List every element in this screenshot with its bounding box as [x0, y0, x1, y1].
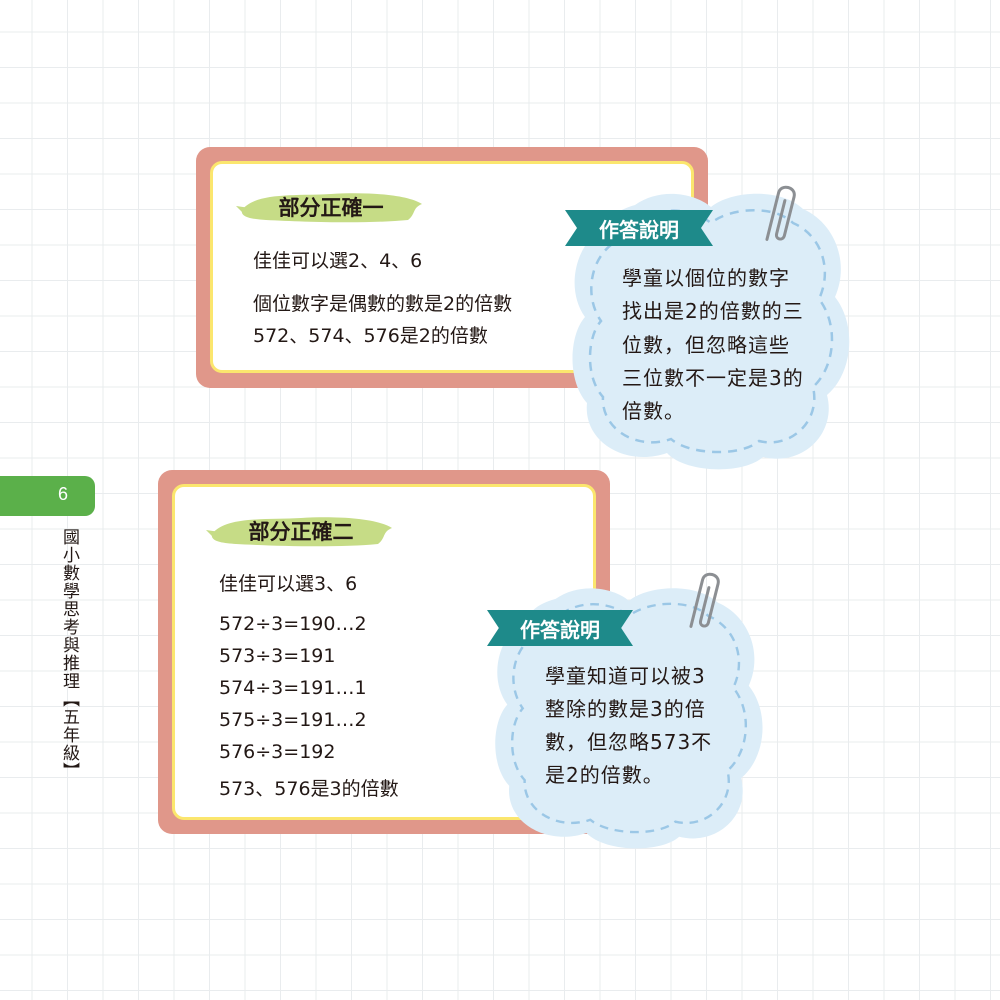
note-2-line-2: 整除的數是3的倍	[545, 697, 706, 721]
cloud-shape	[495, 588, 763, 849]
answer-card-1-line-1: 佳佳可以選2、4、6	[253, 250, 423, 272]
note-1-line-5: 倍數。	[622, 399, 685, 423]
note-2-line-3: 數，但忽略573不	[545, 730, 713, 754]
brush-highlight	[206, 517, 392, 547]
note-1-line-2: 找出是2的倍數的三	[622, 299, 804, 323]
answer-card-1-line-3: 572、574、576是2的倍數	[253, 325, 488, 347]
answer-card-2-label-text: 部分正確二	[248, 520, 354, 544]
book-title: 國小數學思考與推理【五年級】	[59, 528, 79, 780]
note-1-line-1: 學童以個位的數字	[622, 266, 790, 290]
answer-card-2-line-2: 572÷3=190…2	[219, 613, 367, 635]
note-1-line-3: 位數，但忽略這些	[622, 333, 790, 357]
answer-card-2-line-5: 575÷3=191…2	[219, 709, 367, 731]
note-2-line-1: 學童知道可以被3	[545, 664, 706, 688]
note-1-ribbon-text: 作答說明	[599, 217, 679, 242]
ribbon-banner	[565, 210, 713, 246]
answer-card-2-line-1: 佳佳可以選3、6	[219, 573, 358, 595]
ribbon-banner	[487, 610, 633, 646]
paperclip-icon	[764, 176, 798, 248]
brush-highlight	[236, 193, 422, 223]
answer-card-2-line-6: 576÷3=192	[219, 741, 336, 763]
paperclip-icon	[688, 563, 722, 635]
answer-card-2-label: 部分正確二	[206, 510, 396, 552]
page-number-tab: 6	[0, 476, 95, 516]
answer-card-1-label-text: 部分正確一	[278, 196, 384, 220]
note-1-line-4: 三位數不一定是3的	[622, 366, 804, 390]
note-2-cloud	[488, 580, 770, 850]
answer-card-2-line-4: 574÷3=191…1	[219, 677, 367, 699]
note-2-line-4: 是2的倍數。	[545, 763, 664, 787]
answer-card-2-line-7: 573、576是3的倍數	[219, 778, 399, 800]
note-1-ribbon: 作答說明	[565, 208, 713, 248]
answer-card-1-line-2: 個位數字是偶數的數是2的倍數	[253, 293, 513, 315]
page-number: 6	[58, 484, 69, 504]
note-2-ribbon-text: 作答說明	[520, 617, 600, 642]
answer-card-1-label: 部分正確一	[236, 186, 426, 228]
note-2-ribbon: 作答說明	[487, 608, 633, 648]
answer-card-2-line-3: 573÷3=191	[219, 645, 336, 667]
